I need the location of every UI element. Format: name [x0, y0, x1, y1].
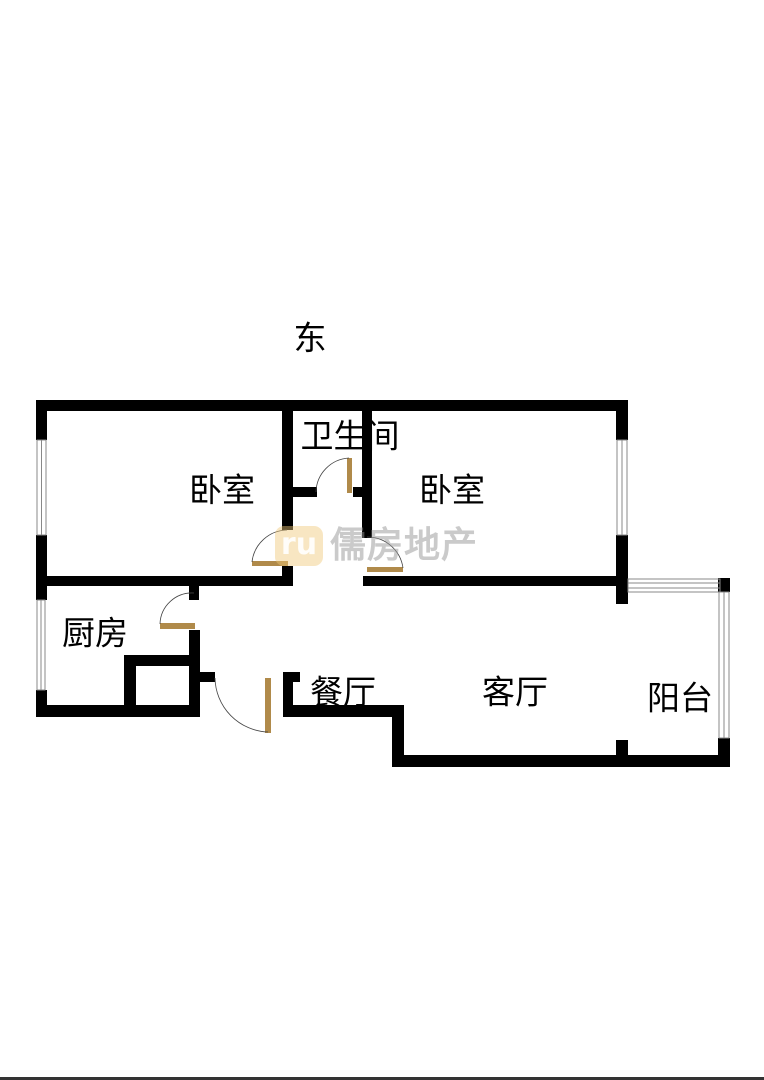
door-kitchen [159, 592, 195, 629]
window-balcony-top [627, 578, 721, 593]
window-balcony-right [718, 591, 730, 739]
window-left-bedroom [36, 439, 47, 536]
orientation-label: 东 [293, 318, 327, 358]
wall-kitchen-right-stub [189, 585, 199, 600]
wall-box-left [124, 655, 136, 717]
wall-right-upper [616, 400, 628, 440]
wall-kitchen-bottom [36, 705, 200, 717]
window-right-bedroom [616, 439, 628, 536]
room-label-kitchen: 厨房 [62, 613, 128, 653]
wall-dining-left [283, 672, 293, 717]
doors [159, 457, 404, 733]
room-label-bedroom-left: 卧室 [189, 470, 255, 510]
walls [36, 400, 730, 767]
room-label-balcony: 阳台 [647, 678, 713, 718]
wall-top [36, 400, 628, 411]
watermark-text: 儒房地产 [330, 525, 479, 566]
wall-bedroom1-bottom [36, 576, 293, 586]
room-label-bedroom-right: 卧室 [419, 470, 485, 510]
wall-bath-stub-left [293, 487, 317, 497]
wall-left-upper [36, 400, 47, 440]
wall-left-lower [36, 690, 47, 717]
wall-bedroom1-right [282, 400, 293, 530]
wall-bath-right [362, 400, 372, 538]
window-kitchen [36, 599, 46, 691]
wall-bedroom2-bottom [363, 576, 628, 586]
wall-entry-stub [200, 672, 215, 682]
wall-balcony-right-bottom [718, 738, 730, 767]
wall-kitchen-right [189, 630, 200, 717]
wall-bedroom1-right-low [282, 566, 293, 586]
wall-right-mid [616, 535, 628, 604]
wall-bottom [392, 755, 730, 767]
room-label-bathroom: 卫生间 [300, 416, 400, 456]
wall-balcony-right-top [718, 578, 730, 592]
watermark-logo: ru [275, 526, 323, 566]
wall-living-step [392, 705, 404, 767]
door-bathroom [315, 457, 352, 493]
wall-bath-stub-right [353, 487, 363, 497]
windows [36, 439, 730, 739]
door-bedroom1 [251, 529, 288, 566]
wall-dining-left-top [283, 672, 300, 682]
wall-box-top [124, 655, 200, 666]
room-label-living: 客厅 [482, 672, 548, 712]
wall-dining-bottom [283, 705, 404, 717]
door-entrance [214, 677, 271, 733]
wall-left-mid [36, 535, 47, 600]
door-bedroom2 [366, 536, 404, 572]
bottom-edge-line [0, 1077, 764, 1080]
room-label-dining: 餐厅 [310, 672, 376, 712]
